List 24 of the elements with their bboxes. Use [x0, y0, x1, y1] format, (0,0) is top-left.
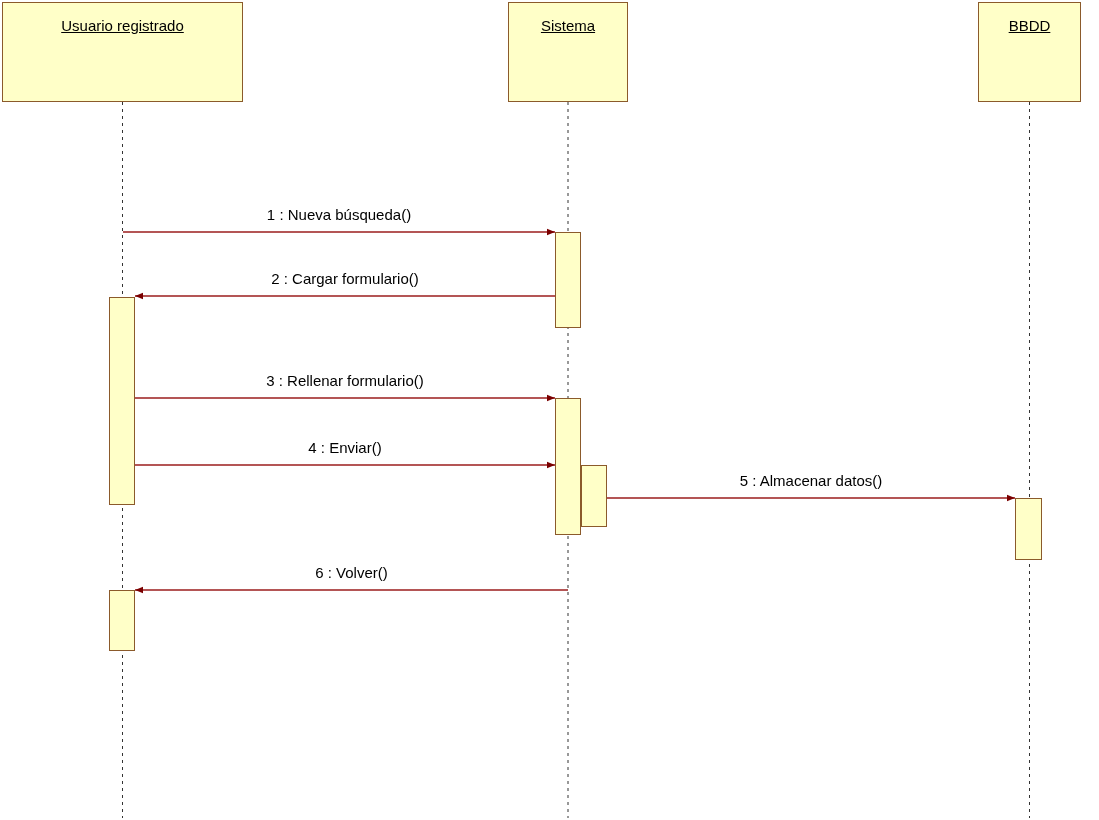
participant-box [508, 2, 628, 102]
participant-name: BBDD [1008, 17, 1051, 34]
message-arrow [606, 494, 1016, 502]
edge-label: 6 : Volver() [313, 564, 390, 581]
message-arrow [134, 292, 556, 300]
activation-bar [555, 398, 581, 535]
participant-box [978, 2, 1081, 102]
edge-label: 2 : Cargar formulario() [269, 270, 421, 287]
participant-name: Sistema [540, 17, 596, 34]
edge-label: 4 : Enviar() [306, 439, 384, 456]
activation-bar [109, 590, 135, 651]
edge-label: 1 : Nueva búsqueda() [264, 206, 414, 223]
activation-bar [555, 232, 581, 328]
message-arrow [134, 586, 569, 594]
activation-bar [1015, 498, 1042, 560]
message-arrow [122, 228, 556, 236]
activation-bar [109, 297, 135, 505]
participant-box [2, 2, 243, 102]
edge-label: 5 : Almacenar datos() [737, 472, 885, 489]
message-arrow [134, 394, 556, 402]
participant-name: Usuario registrado [61, 17, 184, 34]
edge-label: 3 : Rellenar formulario() [264, 372, 426, 389]
message-arrow [134, 461, 556, 469]
activation-bar [581, 465, 607, 527]
